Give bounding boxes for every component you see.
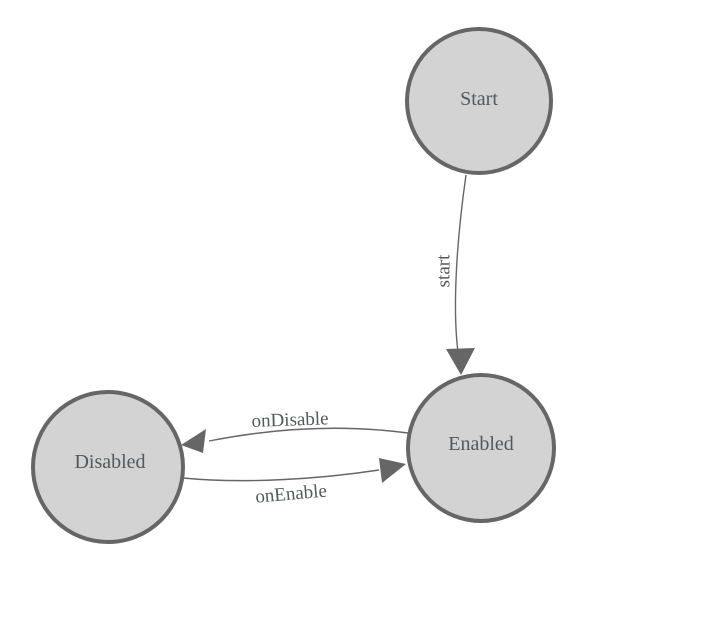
edge-arrowhead-icon (446, 348, 475, 375)
edge-label-start: start (434, 254, 455, 287)
edge-arrowhead-icon (181, 429, 206, 453)
edge-line (208, 427, 409, 442)
state-circle-disabled[interactable] (31, 390, 185, 544)
state-label-disabled: Disabled (74, 451, 145, 473)
edge-line (182, 469, 380, 482)
state-node-start[interactable]: Start (405, 27, 553, 175)
state-label-enabled: Enabled (448, 433, 514, 455)
edge-label-ondisable: onDisable (251, 408, 329, 432)
state-node-enabled[interactable]: Enabled (406, 373, 556, 523)
edge-arrowhead-icon (379, 458, 406, 483)
edge-label-onenable: onEnable (254, 481, 327, 508)
edge-start-to-enabled: start (434, 174, 475, 375)
state-circle-enabled[interactable] (406, 373, 556, 523)
state-label-start: Start (460, 88, 498, 110)
state-node-disabled[interactable]: Disabled (31, 390, 185, 544)
edge-enabled-to-disabled: onDisable (181, 408, 409, 453)
state-circle-start[interactable] (405, 27, 553, 175)
edge-line (454, 174, 467, 360)
edge-disabled-to-enabled: onEnable (182, 458, 406, 508)
